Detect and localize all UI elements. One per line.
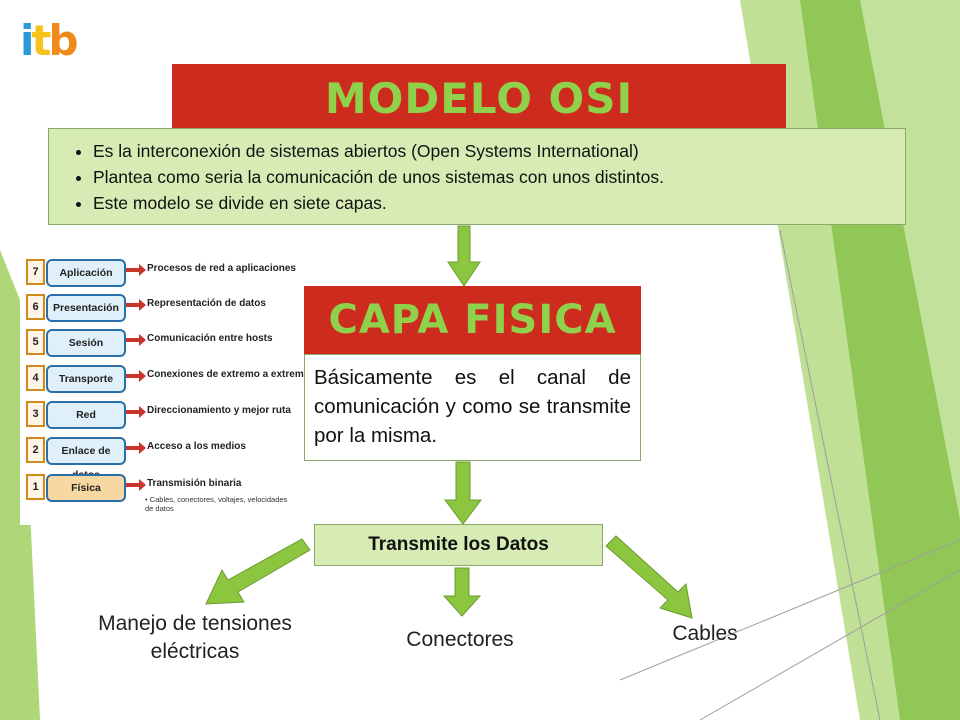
capa-fisica-box: CAPA FISICA bbox=[304, 286, 641, 354]
arrow-down-2 bbox=[444, 461, 482, 525]
layer-number: 4 bbox=[26, 365, 45, 391]
decor-line bbox=[779, 229, 881, 720]
layer-description: Comunicación entre hosts bbox=[147, 333, 273, 344]
bullet-item: Es la interconexión de sistemas abiertos… bbox=[93, 138, 905, 164]
logo-letter-b: b bbox=[48, 16, 78, 65]
layer-sub-note: • Cables, conectores, voltajes, velocida… bbox=[145, 495, 288, 513]
layer-name: Presentación bbox=[46, 294, 126, 322]
layer-description: Conexiones de extremo a extremo bbox=[147, 369, 310, 380]
label-manejo-tensiones: Manejo de tensiones eléctricas bbox=[98, 612, 292, 663]
layer-description: Procesos de red a aplicaciones bbox=[147, 263, 296, 274]
layer-name: Aplicación bbox=[46, 259, 126, 287]
arrow-right-icon bbox=[126, 264, 146, 276]
bullet-item: Plantea como seria la comunicación de un… bbox=[93, 164, 905, 190]
arrow-right-icon bbox=[126, 442, 146, 454]
arrow-right-icon bbox=[126, 299, 146, 311]
bullet-list: Es la interconexión de sistemas abiertos… bbox=[59, 138, 905, 216]
bullet-box: Es la interconexión de sistemas abiertos… bbox=[48, 128, 906, 225]
layer-number: 3 bbox=[26, 401, 45, 427]
layer-name: Física bbox=[46, 474, 126, 502]
layer-name: Sesión bbox=[46, 329, 126, 357]
layer-number: 7 bbox=[26, 259, 45, 285]
layer-description: Representación de datos bbox=[147, 298, 266, 309]
layer-name: Transporte bbox=[46, 365, 126, 393]
layer-description: Acceso a los medios bbox=[147, 441, 246, 452]
arrow-right-diag bbox=[605, 535, 693, 619]
decor-line bbox=[619, 539, 960, 681]
arrow-down-1 bbox=[447, 225, 481, 287]
layer-number: 2 bbox=[26, 437, 45, 463]
layer-description: Direccionamiento y mejor ruta bbox=[147, 405, 291, 416]
arrow-right-icon bbox=[126, 370, 146, 382]
capa-description: Básicamente es el canal de comunicación … bbox=[304, 354, 641, 461]
logo-letter-t: t bbox=[31, 16, 51, 65]
logo: itb bbox=[20, 12, 100, 68]
layer-name: Enlace de datos bbox=[46, 437, 126, 481]
layer-number: 1 bbox=[26, 474, 45, 500]
arrow-right-icon bbox=[126, 479, 146, 491]
arrow-left-diag bbox=[205, 538, 311, 605]
arrow-down-3 bbox=[442, 567, 482, 617]
arrow-right-icon bbox=[126, 406, 146, 418]
layer-number: 6 bbox=[26, 294, 45, 320]
logo-letter-i: i bbox=[20, 16, 35, 65]
capa-fisica-title: CAPA FISICA bbox=[328, 297, 617, 343]
layer-name: Red bbox=[46, 401, 126, 429]
title-box: MODELO OSI bbox=[172, 64, 786, 140]
arrow-right-icon bbox=[126, 334, 146, 346]
bullet-item: Este modelo se divide en siete capas. bbox=[93, 190, 905, 216]
decor-line bbox=[699, 569, 960, 720]
layer-description: Transmisión binaria bbox=[147, 478, 242, 489]
transmite-datos-box: Transmite los Datos bbox=[314, 524, 603, 566]
layer-number: 5 bbox=[26, 329, 45, 355]
osi-layers-image: 7 Aplicación Procesos de red a aplicacio… bbox=[20, 243, 310, 525]
page-title: MODELO OSI bbox=[324, 74, 634, 123]
logo-text: itb bbox=[20, 16, 79, 65]
label-cables: Cables bbox=[672, 622, 738, 645]
label-conectores: Conectores bbox=[406, 628, 514, 651]
